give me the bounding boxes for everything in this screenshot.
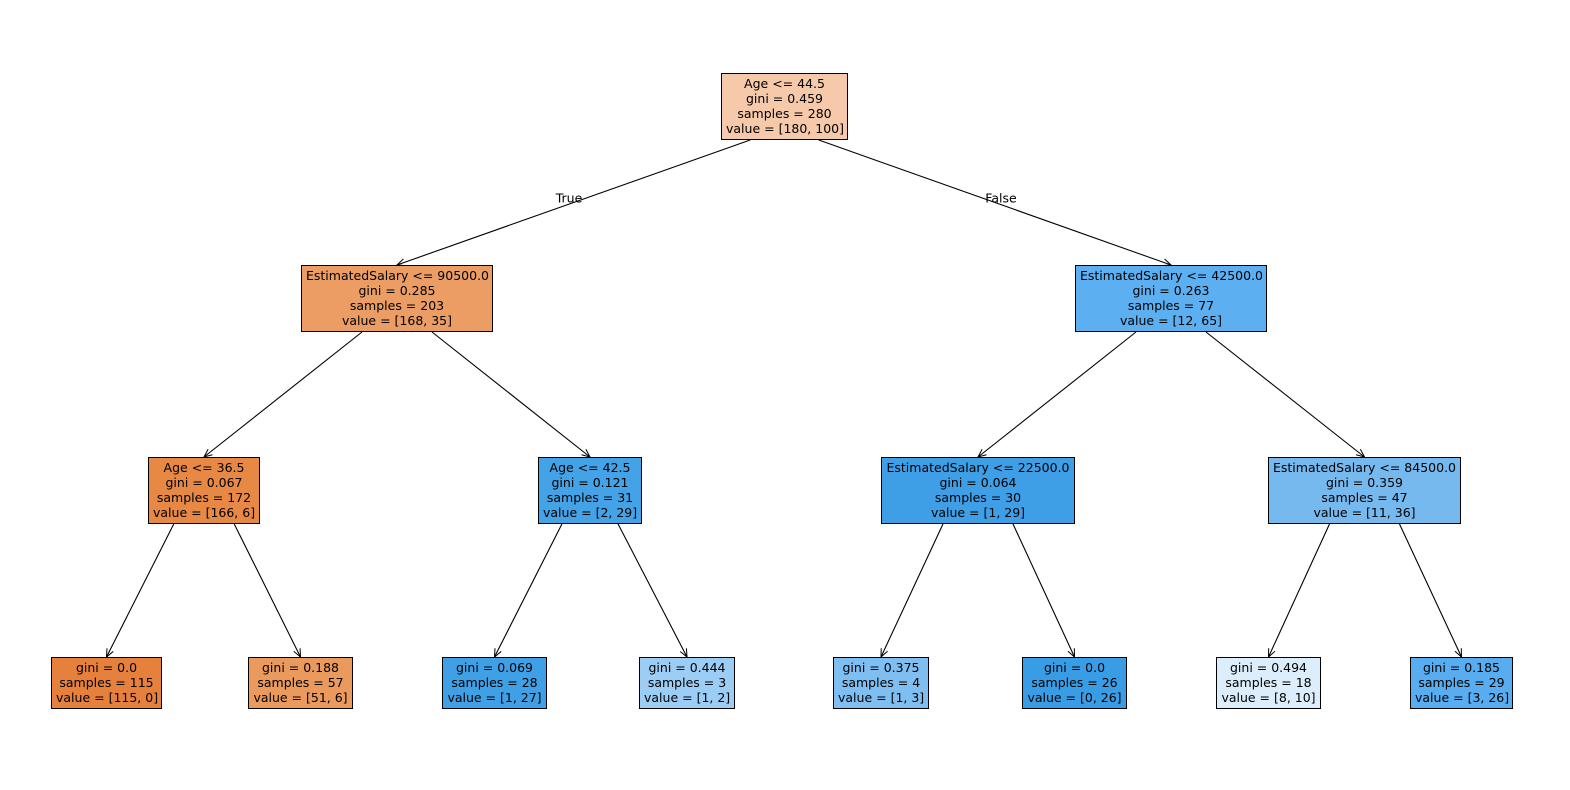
edge-n1-to-n3 xyxy=(204,331,363,457)
edge-n2-to-n6 xyxy=(1205,331,1365,457)
node-text-line: gini = 0.069 xyxy=(455,660,533,675)
node-text-line: gini = 0.188 xyxy=(261,660,339,675)
node-text-line: EstimatedSalary <= 90500.0 xyxy=(306,268,489,283)
node-text-line: samples = 77 xyxy=(1127,298,1215,313)
node-text-line: samples = 280 xyxy=(737,106,832,121)
node-text-line: gini = 0.185 xyxy=(1422,660,1500,675)
node-text-line: Age <= 44.5 xyxy=(744,76,825,91)
edge-root-to-n1 xyxy=(397,139,751,265)
edge-n6-to-l7 xyxy=(1399,523,1462,657)
edge-n5-to-l4 xyxy=(881,523,944,657)
node-text-line: EstimatedSalary <= 84500.0 xyxy=(1273,460,1456,475)
edge-n4-to-l2 xyxy=(495,523,563,657)
node-text-line: samples = 4 xyxy=(841,675,921,690)
node-text-line: gini = 0.375 xyxy=(842,660,920,675)
edge-label-false: False xyxy=(985,190,1017,206)
node-text-line: value = [168, 35] xyxy=(341,313,453,328)
node-text-line: gini = 0.459 xyxy=(745,91,823,106)
node-text-line: samples = 47 xyxy=(1321,490,1408,505)
node-text-line: EstimatedSalary <= 22500.0 xyxy=(886,460,1070,475)
node-text-line: value = [11, 36] xyxy=(1313,505,1416,520)
node-text-line: value = [1, 3] xyxy=(838,690,925,705)
node-text-line: gini = 0.0 xyxy=(1043,660,1106,675)
node-text-line: samples = 31 xyxy=(546,490,634,505)
node-text-line: value = [0, 26] xyxy=(1027,690,1122,705)
node-text-line: samples = 26 xyxy=(1031,675,1118,690)
edge-n5-to-l5 xyxy=(1012,523,1075,657)
node-text-line: gini = 0.494 xyxy=(1229,660,1307,675)
node-text-line: Age <= 36.5 xyxy=(163,460,245,475)
node-text-line: gini = 0.064 xyxy=(939,475,1017,490)
node-text-line: gini = 0.067 xyxy=(165,475,243,490)
node-text-line: Age <= 42.5 xyxy=(549,460,631,475)
node-text-line: value = [115, 0] xyxy=(56,690,159,705)
node-text-line: value = [12, 65] xyxy=(1119,313,1223,328)
node-text-line: value = [2, 29] xyxy=(543,505,638,520)
edge-n1-to-n4 xyxy=(431,331,590,457)
node-text-line: gini = 0.121 xyxy=(551,475,629,490)
node-text-line: samples = 115 xyxy=(59,675,154,690)
node-text-line: samples = 57 xyxy=(257,675,344,690)
node-text-line: gini = 0.359 xyxy=(1325,475,1403,490)
node-text-line: samples = 3 xyxy=(647,675,727,690)
node-text-line: samples = 29 xyxy=(1418,675,1505,690)
node-text-line: value = [166, 6] xyxy=(153,505,256,520)
edge-n3-to-l0 xyxy=(107,523,175,657)
node-text-line: value = [1, 27] xyxy=(447,690,542,705)
node-text-line: value = [3, 26] xyxy=(1415,690,1510,705)
node-text-line: gini = 0.285 xyxy=(358,283,436,298)
node-text-line: samples = 18 xyxy=(1225,675,1312,690)
node-text-line: samples = 30 xyxy=(934,490,1022,505)
edge-n2-to-n5 xyxy=(978,331,1137,457)
node-text-line: samples = 28 xyxy=(451,675,538,690)
node-text-line: value = [8, 10] xyxy=(1221,690,1316,705)
edge-label-true: True xyxy=(555,190,583,206)
node-text-line: EstimatedSalary <= 42500.0 xyxy=(1080,268,1263,283)
edge-n6-to-l6 xyxy=(1269,523,1330,657)
node-text-line: gini = 0.0 xyxy=(75,660,138,675)
node-text-line: gini = 0.444 xyxy=(648,660,726,675)
node-text-line: samples = 172 xyxy=(156,490,252,505)
node-text-line: value = [1, 29] xyxy=(930,505,1026,520)
edge-n3-to-l1 xyxy=(233,523,300,657)
edge-root-to-n2 xyxy=(818,139,1171,265)
node-text-line: gini = 0.263 xyxy=(1132,283,1210,298)
node-text-line: value = [51, 6] xyxy=(253,690,348,705)
node-text-line: value = [180, 100] xyxy=(726,121,844,136)
node-text-line: samples = 203 xyxy=(349,298,445,313)
node-text-line: value = [1, 2] xyxy=(644,690,731,705)
edge-n4-to-l3 xyxy=(617,523,687,657)
